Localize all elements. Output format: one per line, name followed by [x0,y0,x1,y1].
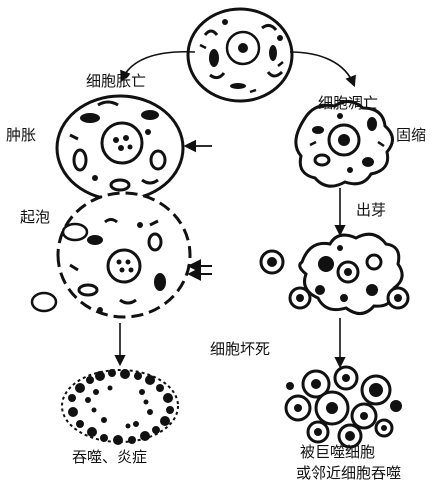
normal-cell [188,9,292,101]
necrotic-debris [62,369,178,445]
label-shrinkage: 固缩 [396,128,426,143]
label-engulfed-line2: 或邻近细胞吞噬 [296,466,401,481]
label-swelling: 肿胀 [6,128,36,143]
blebbing-cell [32,193,190,317]
budding-cell [261,234,408,313]
label-phagocytosis-inflammation: 吞噬、炎症 [72,450,147,465]
swollen-cell [57,96,183,200]
shrunken-cell [296,101,393,186]
label-apoptosis: 细胞凋亡 [318,96,378,111]
label-engulfed-line1: 被巨噬细胞 [300,445,375,460]
label-blebbing: 起泡 [20,210,50,225]
label-oncosis: 细胞胀亡 [86,74,146,89]
apoptotic-bodies [286,367,402,447]
label-budding: 出芽 [356,203,386,218]
arrow-to-apoptosis [290,52,354,85]
label-necrosis: 细胞坏死 [210,342,270,357]
